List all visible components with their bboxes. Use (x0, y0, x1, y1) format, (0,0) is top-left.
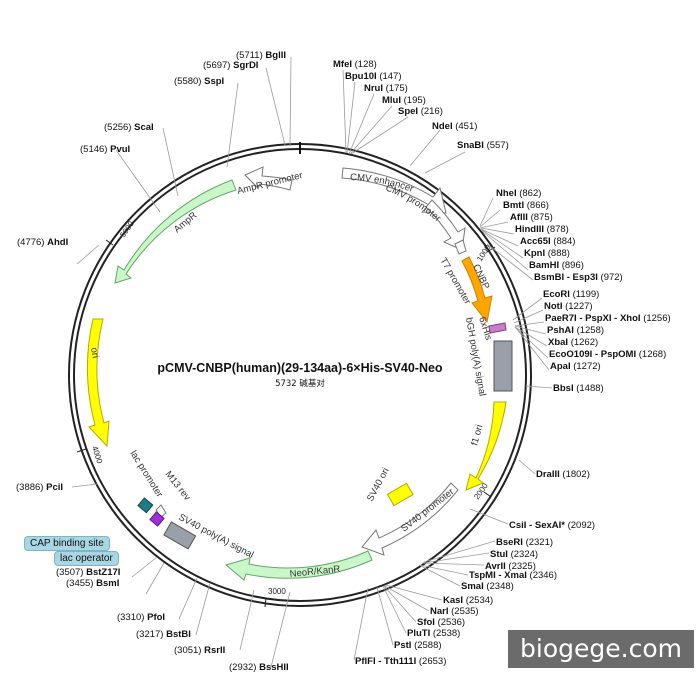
site-nhei: NheI (862) (496, 188, 541, 199)
site-acc65i: Acc65I (884) (520, 236, 575, 247)
site-nari: NarI (2535) (430, 606, 479, 617)
backbone-outer (68, 143, 532, 607)
features (86, 166, 513, 581)
f1-ori-arrow (465, 401, 507, 491)
sv40-promoter-arrow (361, 482, 459, 556)
watermark: biogege.com (508, 630, 694, 668)
site-labels: MfeI (128) Bpu10I (147) NruI (175) MluI … (16, 50, 671, 673)
feature-label-ori: ori (88, 347, 101, 359)
site-draiii: DraIII (1802) (536, 469, 590, 480)
site-aflii: AflII (875) (510, 212, 553, 223)
site-bpu10i: Bpu10I (147) (345, 71, 402, 82)
site-apai: ApaI (1272) (550, 361, 601, 372)
plasmid-name: pCMV-CNBP(human)(29-134aa)-6×His-SV40-Ne… (157, 361, 443, 375)
site-bmti: BmtI (866) (503, 200, 549, 211)
cap-binding-site-badge: CAP binding site (24, 536, 110, 551)
site-tth111i: PflFI - Tth111I (2653) (355, 656, 446, 667)
site-nrui: NruI (175) (364, 83, 408, 94)
feature-label-sv40-ori: SV40 ori (365, 466, 392, 503)
site-avrii: AvrII (2325) (485, 561, 536, 572)
sv40-ori-box (386, 482, 414, 507)
site-csii: CsiI - SexAI* (2092) (509, 520, 595, 531)
site-noti: NotI (1227) (544, 301, 593, 312)
site-bstbi: (3217) BstBI (136, 629, 191, 640)
backbone-inner (73, 148, 527, 602)
site-pfoi: (3310) PfoI (117, 612, 165, 623)
cnbp-arrow (461, 256, 493, 324)
site-stui: StuI (2324) (490, 549, 538, 560)
site-sfoi: SfoI (2536) (417, 617, 465, 628)
site-sspi: (5580) SspI (174, 76, 224, 87)
site-snabi: SnaBI (557) (457, 140, 509, 151)
site-sgrdi: (5697) SgrDI (203, 60, 258, 71)
feature-label-f1-ori: f1 ori (469, 424, 485, 447)
site-bamhi: BamHI (896) (529, 260, 584, 271)
feature-label-neor: NeoR/KanR (289, 564, 341, 580)
sv40-polya-box (163, 521, 197, 550)
site-ndei: NdeI (451) (432, 121, 477, 132)
site-rsrii: (3051) RsrII (174, 645, 225, 656)
feature-label-lac-promoter: lac promoter (127, 449, 164, 500)
site-pshai: PshAI (1258) (547, 325, 604, 336)
site-bsshii: (2932) BssHII (229, 662, 289, 673)
site-bseri: BseRI (2321) (496, 537, 553, 548)
t7-promoter-arrow (454, 239, 467, 255)
site-kpni: KpnI (888) (524, 248, 570, 259)
site-bstz17i: (3507) BstZ17I (56, 567, 120, 578)
site-bbsi: BbsI (1488) (553, 383, 604, 394)
ampr-promoter-arrow (244, 166, 293, 191)
lac-operator-badge: lac operator (54, 551, 119, 566)
site-hindiii: HindIII (878) (515, 224, 569, 235)
site-pspomi: EcoO109I - PspOMI (1268) (549, 349, 666, 360)
feature-label-6xhis: 6xHis (476, 316, 494, 342)
site-xbai: XbaI (1262) (548, 337, 598, 348)
feature-label-m13-rev: M13 rev (163, 469, 193, 503)
tick-3000: 3000 (268, 587, 286, 596)
lac-promoter-box (137, 497, 154, 514)
site-smai: SmaI (2348) (461, 581, 514, 592)
ampr-arrow (114, 179, 237, 284)
plasmid-size: 5732 碱基对 (275, 378, 325, 389)
site-pvui: (5146) PvuI (80, 144, 130, 155)
site-psti: PstI (2588) (394, 640, 442, 651)
site-ahdi: (4776) AhdI (17, 237, 68, 248)
6xhis-marker (488, 322, 507, 334)
site-scai: (5256) ScaI (104, 122, 154, 133)
site-xhoi: PaeR7I - PspXI - XhoI (1256) (545, 313, 671, 324)
site-leaders (71, 56, 553, 668)
neor-kanr-arrow (224, 550, 373, 581)
site-bglii: (5711) BglII (236, 50, 286, 61)
site-pcii: (3886) PciI (16, 482, 63, 493)
cap-binding-marker (149, 511, 165, 527)
cmv-promoter-arrow (425, 199, 466, 251)
site-mlui: MluI (195) (382, 95, 426, 106)
site-xmai: TspMI - XmaI (2346) (469, 570, 557, 581)
site-pluti: PluTI (2538) (407, 628, 460, 639)
site-bsmi: (3455) BsmI (66, 578, 119, 589)
site-kasi: KasI (2534) (443, 595, 493, 606)
scale-ticks: 1000 2000 3000 4000 5000 (76, 219, 496, 608)
site-mfei: MfeI (128) (333, 59, 377, 70)
site-bsmbi: BsmBI - Esp3I (972) (534, 272, 623, 283)
ori-arrow (86, 318, 110, 448)
bgh-polya-box (493, 340, 513, 392)
site-ecori: EcoRI (1199) (543, 289, 599, 300)
site-spei: SpeI (216) (398, 106, 443, 117)
